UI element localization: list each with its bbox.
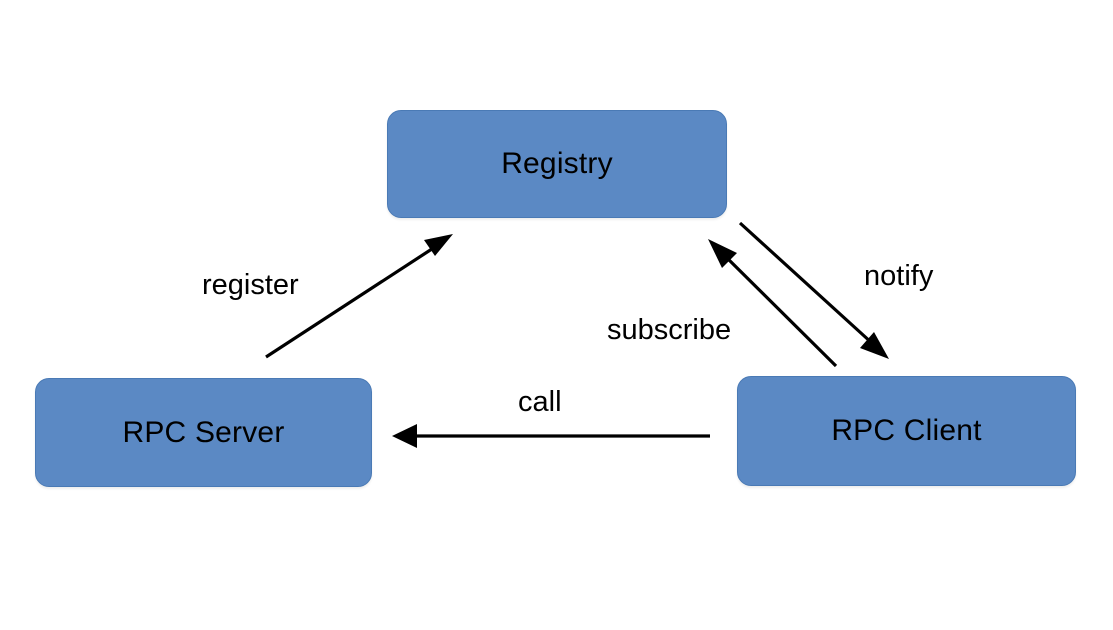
edge-label-subscribe: subscribe (607, 314, 732, 346)
edge-label-notify: notify (864, 260, 934, 292)
edge-register-line (265, 243, 439, 359)
edge-subscribe-arrowhead (708, 239, 737, 268)
edge-register-arrowhead (424, 234, 453, 256)
node-registry[interactable]: Registry (387, 110, 727, 218)
edge-subscribe-line (721, 252, 838, 368)
edge-call-arrowhead (392, 424, 417, 448)
node-rpc-server[interactable]: RPC Server (35, 378, 372, 487)
edge-notify-line (738, 221, 875, 346)
edge-notify-arrowhead (860, 332, 889, 359)
edge-label-register: register (202, 269, 299, 301)
node-rpc-client[interactable]: RPC Client (737, 376, 1076, 486)
node-registry-label: Registry (501, 147, 613, 180)
node-rpc-server-label: RPC Server (122, 415, 285, 449)
edge-subscribe (708, 239, 838, 368)
node-rpc-client-label: RPC Client (831, 414, 982, 447)
edge-label-call: call (518, 386, 562, 418)
edge-call (392, 424, 710, 448)
